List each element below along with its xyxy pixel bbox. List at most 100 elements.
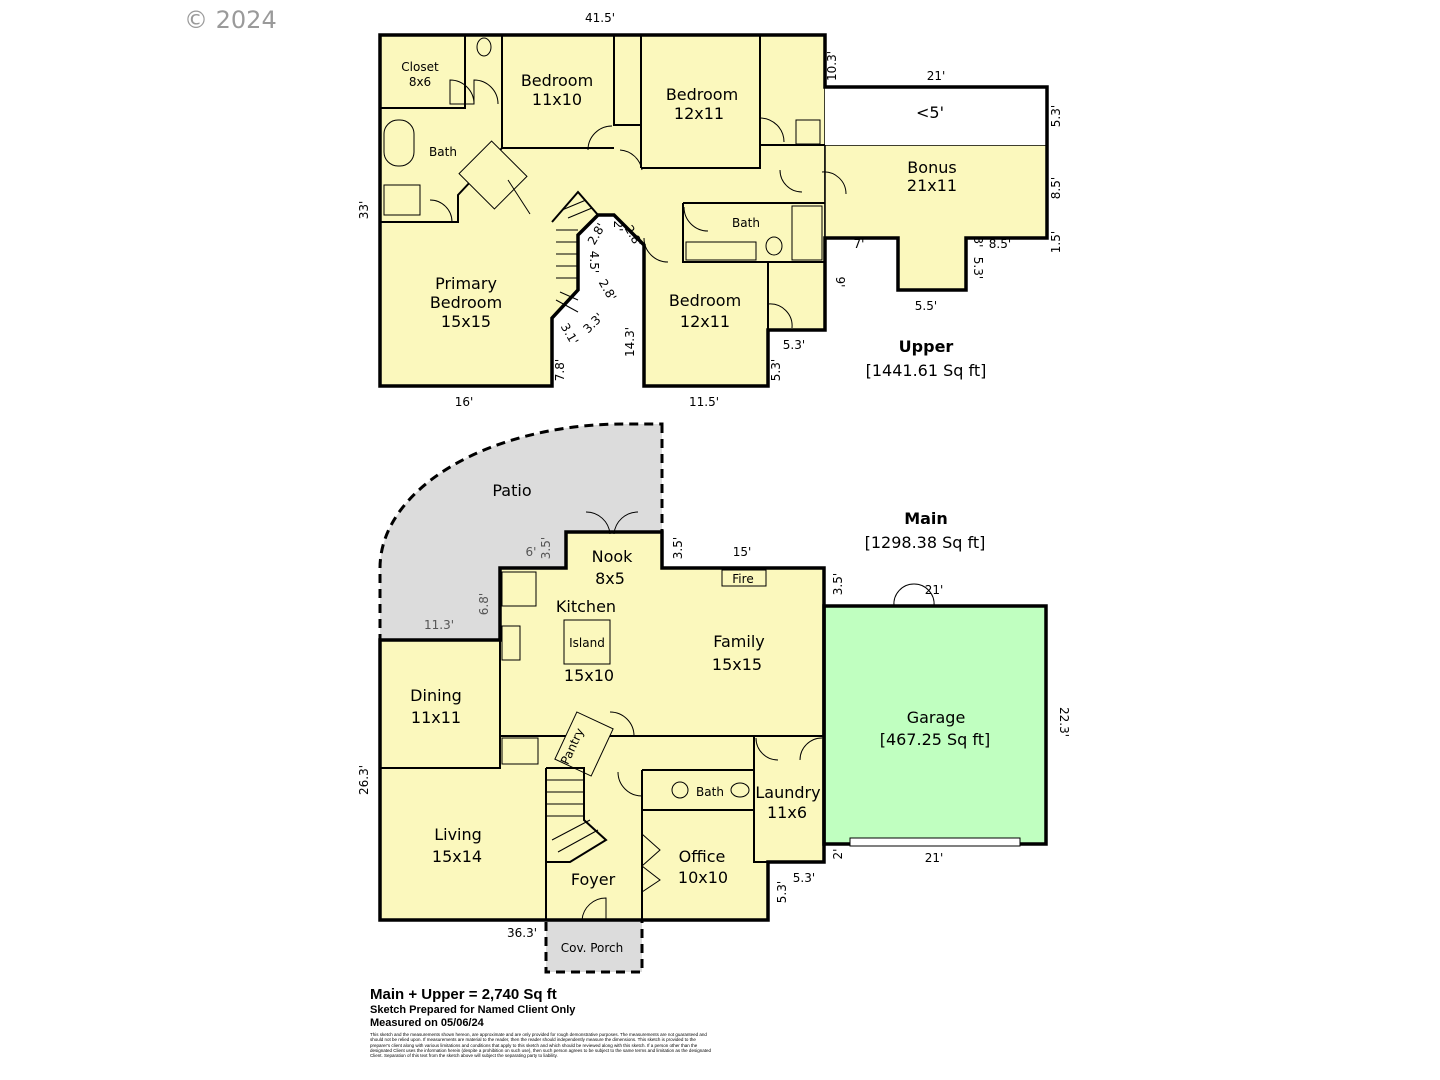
- island-box: [563, 619, 611, 665]
- prepared-note: Sketch Prepared for Named Client Only: [370, 1004, 576, 1016]
- garage-area: [822, 604, 1048, 846]
- main-outer-walls: [378, 530, 826, 922]
- bedroom2-bottom-wall: [641, 144, 825, 169]
- fire-label: Fire: [732, 572, 753, 586]
- total-area: Main + Upper = 2,740 Sq ft: [370, 986, 557, 1003]
- dim-patio-c: 6.8': [477, 593, 491, 615]
- upper-footprint: [379, 34, 826, 387]
- patio-label: Patio: [492, 481, 531, 500]
- dim-stair-h: 7.8': [553, 359, 567, 381]
- upper-doors: [429, 79, 847, 329]
- dim-upper-step-h: 5.3': [783, 338, 805, 352]
- dim-nook-r: 3.5': [671, 537, 685, 559]
- kitchen-size: 15x10: [564, 666, 614, 685]
- porch-label: Cov. Porch: [561, 941, 624, 955]
- dining-label: Dining: [410, 686, 462, 705]
- primary-label: Primary: [435, 274, 497, 293]
- foyer-label: Foyer: [571, 870, 616, 889]
- bedroom1-size: 11x10: [532, 90, 582, 109]
- kitchen-sink-icon: [501, 571, 537, 607]
- dim-bonus-b1: 7': [854, 237, 865, 251]
- island-label: Island: [569, 636, 605, 650]
- dim-bay-r1: 5.3': [971, 257, 985, 279]
- primary-size: 15x15: [441, 312, 491, 331]
- bath-toilet-icon: [730, 782, 750, 798]
- dim-stair-f: 3.3': [580, 310, 606, 336]
- bath-label: Bath: [696, 785, 724, 799]
- dim-bedroom3-right: 9': [833, 277, 847, 288]
- dim-family-top: 15': [733, 545, 752, 559]
- bedroom-divider-wall: [613, 35, 642, 168]
- bath-sink-icon: [671, 781, 689, 799]
- nook-size: 8x5: [595, 569, 625, 588]
- upper-stairs: [551, 190, 599, 313]
- bedroom3-label: Bedroom: [669, 291, 741, 310]
- main-stairs: [546, 767, 608, 863]
- main-area: [1298.38 Sq ft]: [865, 533, 986, 552]
- hall-vanity-icon: [685, 241, 757, 261]
- hall-toilet-icon: [765, 236, 783, 256]
- disclaimer-text: This sketch and the measurements shown h…: [370, 1032, 711, 1059]
- dim-garage-top: 21': [925, 583, 944, 597]
- nook-label: Nook: [592, 547, 634, 566]
- dim-stair-b: 2': [611, 221, 625, 232]
- closet-wall: [380, 35, 466, 109]
- dim-stair-e: 2.8': [596, 277, 619, 303]
- laundry-size: 11x6: [767, 803, 807, 822]
- main-title: Main: [904, 509, 948, 528]
- dim-bonus-top: 21': [927, 69, 946, 83]
- bedroom2-size: 12x11: [674, 104, 724, 123]
- toilet-icon: [476, 37, 492, 57]
- garage-door: [849, 837, 1021, 847]
- dim-stair-g: 3.1': [558, 321, 581, 347]
- patio-area: [378, 422, 664, 642]
- upper-title: Upper: [899, 337, 954, 356]
- dining-size: 11x11: [411, 708, 461, 727]
- family-label: Family: [713, 632, 764, 651]
- bedroom3-size: 12x11: [680, 312, 730, 331]
- dim-stair-d: 4.5': [587, 251, 601, 273]
- living-label: Living: [434, 825, 482, 844]
- fireplace-icon: [721, 569, 767, 587]
- closet-size: 8x6: [409, 75, 431, 89]
- dim-garage-step: 2': [831, 849, 845, 860]
- office-label: Office: [679, 847, 726, 866]
- primary-bath-label: Bath: [429, 145, 457, 159]
- dim-family-r: 3.5': [831, 573, 845, 595]
- measured-date: Measured on 05/06/24: [370, 1017, 484, 1029]
- hall-tub-icon: [791, 205, 823, 261]
- stove-icon: [501, 625, 521, 661]
- dim-main-bottom: 36.3': [507, 926, 537, 940]
- dim-bonus-r2: 8.5': [1049, 177, 1063, 199]
- dining-wall: [380, 640, 501, 769]
- dim-stair-i: 14.3': [623, 327, 637, 357]
- bathtub-icon: [383, 119, 415, 167]
- bedroom2-label: Bedroom: [666, 85, 738, 104]
- dim-main-step-v: 5.3': [775, 881, 789, 903]
- laundry-wall: [753, 736, 768, 863]
- living-size: 15x14: [432, 847, 482, 866]
- dim-bonus-r3: 1.5': [1049, 231, 1063, 253]
- garage-label: Garage: [907, 708, 966, 727]
- copyright-mark: © 2024: [184, 6, 277, 34]
- dim-bay-r2: 3': [971, 237, 985, 248]
- closet-label: Closet: [401, 60, 439, 74]
- dim-bonus-b2: 8.5': [989, 237, 1011, 251]
- main-doors: [581, 511, 935, 921]
- low-ceiling-label: <5': [916, 103, 944, 122]
- garage-area: [467.25 Sq ft]: [880, 730, 991, 749]
- bonus-label: Bonus: [907, 158, 956, 177]
- low-ceiling-area: [825, 87, 1047, 145]
- family-size: 15x15: [712, 655, 762, 674]
- dim-upper-bottom-left: 16': [455, 395, 474, 409]
- hvac-icon: [795, 119, 821, 145]
- dim-garage-r: 22.3': [1057, 707, 1071, 737]
- kitchen-label: Kitchen: [556, 597, 616, 616]
- main-floor: Patio Nook 8x5 Kitchen Island 15x10 Fire…: [357, 422, 1071, 974]
- dim-notch: 10.3': [825, 51, 839, 81]
- primary-bath-wall: [380, 110, 503, 223]
- shower-icon: [383, 184, 421, 216]
- dim-patio-b: 3.5': [539, 537, 553, 559]
- upper-area: [1441.61 Sq ft]: [866, 361, 987, 380]
